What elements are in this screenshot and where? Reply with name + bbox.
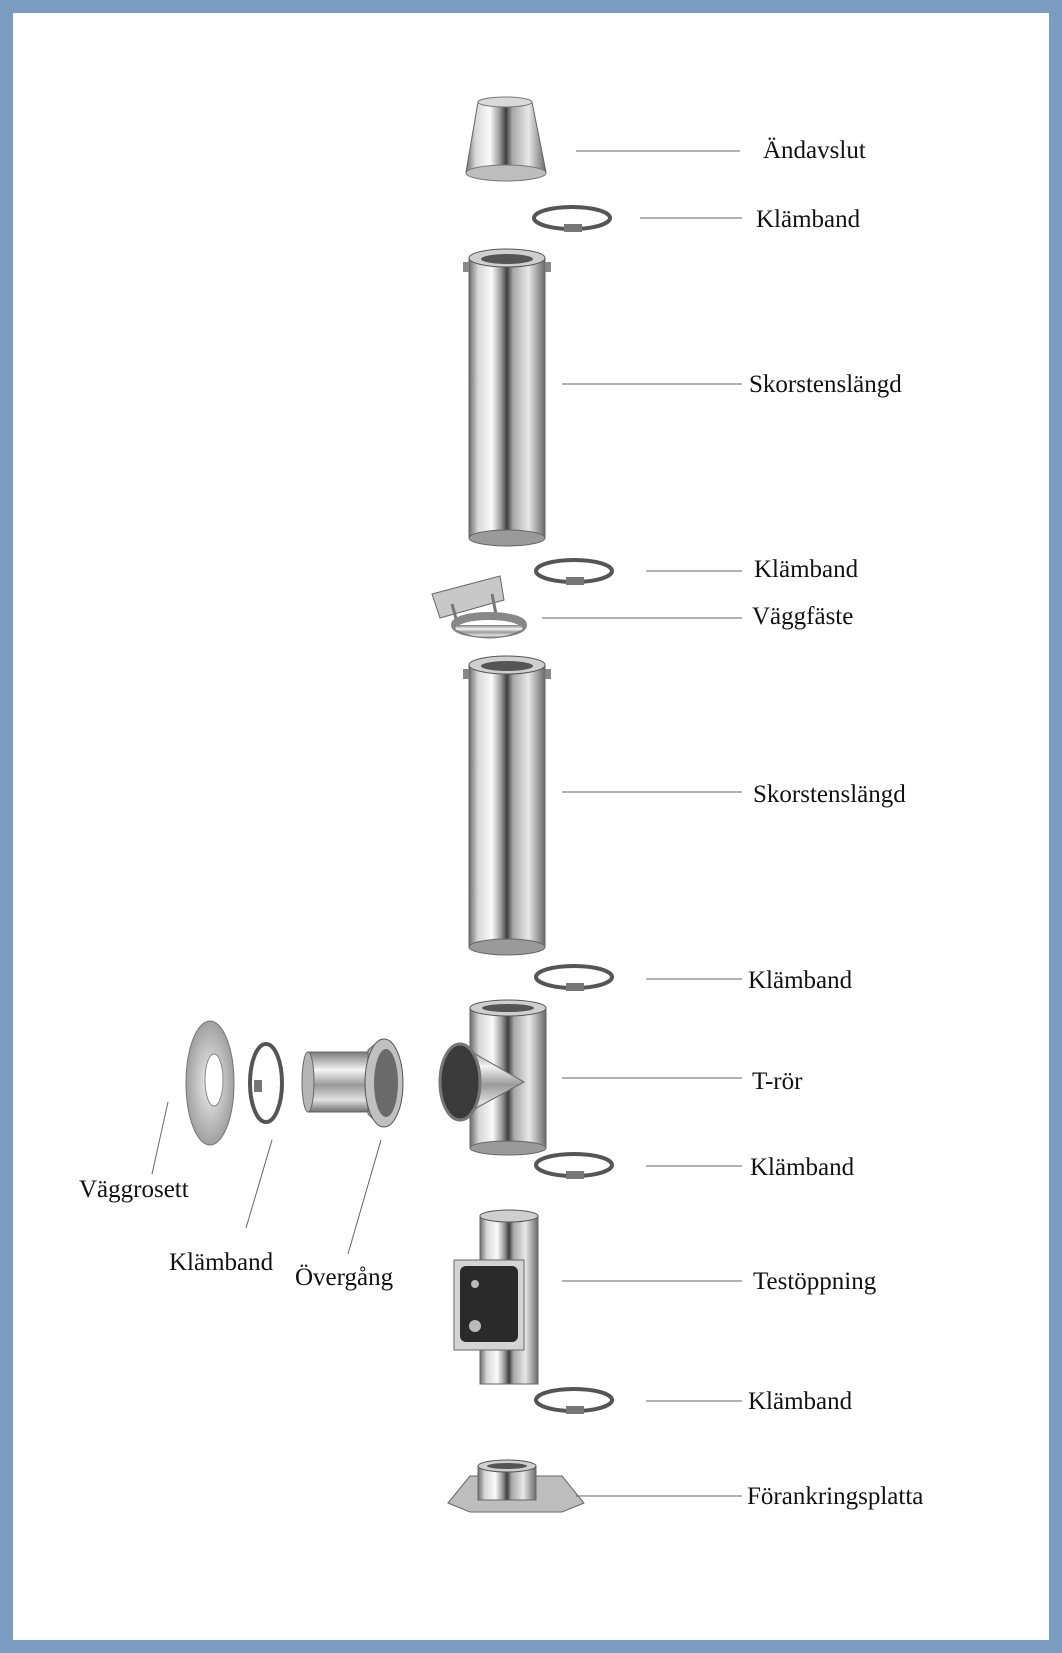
- cap-part: [465, 96, 547, 182]
- clamp-part-2: [534, 558, 614, 585]
- clamp-part-3: [534, 964, 614, 991]
- label-klamband-4: Klämband: [750, 1154, 855, 1181]
- anchor-plate-part: [447, 1459, 585, 1513]
- label-klamband-2: Klämband: [754, 556, 859, 583]
- label-klamband-5: Klämband: [748, 1388, 853, 1415]
- label-skorstenslangd-2: Skorstenslängd: [753, 781, 906, 808]
- label-klamband-3: Klämband: [748, 967, 853, 994]
- label-klamband-left: Klämband: [169, 1249, 274, 1276]
- label-vaggrosett: Väggrosett: [79, 1176, 189, 1203]
- label-overgang: Övergång: [295, 1264, 394, 1291]
- clamp-part-5: [534, 1387, 614, 1414]
- tee-pipe-part: [438, 999, 547, 1156]
- label-vaggfaste: Väggfäste: [752, 603, 854, 630]
- leader-lines: [151, 150, 742, 1497]
- clamp-part-1: [532, 205, 612, 232]
- label-forankringsplatta: Förankringsplatta: [747, 1483, 924, 1510]
- clamp-part-left: [248, 1042, 284, 1124]
- pipe-section-1: [463, 248, 551, 547]
- leader-line: [151, 1101, 169, 1175]
- leader-line: [245, 1139, 273, 1229]
- label-andavslut: Ändavslut: [763, 137, 866, 164]
- wall-bracket-part: [431, 575, 527, 639]
- pipe-section-2: [463, 655, 551, 956]
- label-t-ror: T-rör: [752, 1068, 803, 1095]
- leader-line: [347, 1139, 382, 1255]
- wall-rosette-part: [185, 1020, 235, 1146]
- label-skorstenslangd-1: Skorstenslängd: [749, 371, 902, 398]
- adapter-part: [301, 1038, 404, 1128]
- label-testoppning: Testöppning: [753, 1268, 877, 1295]
- clamp-part-4: [534, 1152, 614, 1179]
- label-klamband-1: Klämband: [756, 206, 861, 233]
- inspection-pipe-part: [453, 1209, 539, 1385]
